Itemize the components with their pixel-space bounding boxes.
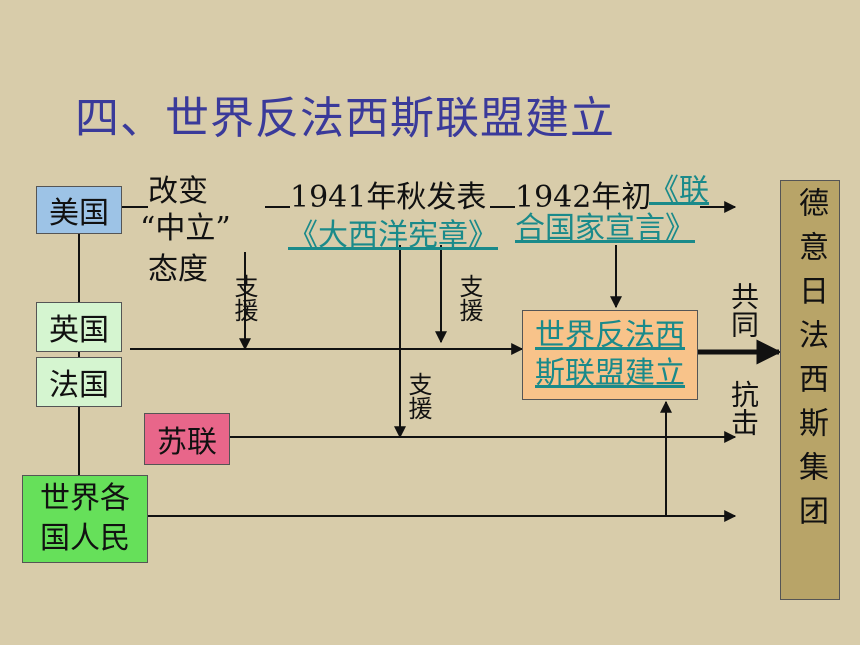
change-text-3: 态度 bbox=[148, 252, 208, 287]
declaration-date: 1942年初 bbox=[515, 180, 652, 215]
ussr-label: 苏联 bbox=[157, 425, 217, 460]
usa-label: 美国 bbox=[49, 196, 109, 231]
declaration-name[interactable]: 《联合国家宣言》 bbox=[515, 173, 709, 246]
ussr-box: 苏联 bbox=[144, 413, 230, 465]
support-label-3: 支援 bbox=[404, 372, 432, 420]
joint-label-2: 抗击 bbox=[727, 380, 760, 436]
alliance-box: 世界反法西斯联盟建立 bbox=[522, 310, 698, 400]
france-label: 法国 bbox=[49, 368, 109, 403]
axis-label: 德意日法西斯集团 bbox=[793, 187, 828, 539]
uk-box: 英国 bbox=[36, 302, 122, 352]
people-box: 世界各国人民 bbox=[22, 475, 148, 563]
axis-box: 德意日法西斯集团 bbox=[780, 180, 840, 600]
support-label-2: 支援 bbox=[455, 274, 483, 322]
joint-label-1: 共同 bbox=[727, 282, 760, 338]
support-label-1: 支援 bbox=[230, 274, 258, 322]
change-text-1: 改变 bbox=[148, 174, 208, 209]
charter-name[interactable]: 《大西洋宪章》 bbox=[288, 218, 498, 253]
usa-box: 美国 bbox=[36, 186, 122, 234]
alliance-label[interactable]: 世界反法西斯联盟建立 bbox=[535, 318, 685, 391]
charter-date: 1941年秋发表 bbox=[290, 180, 487, 215]
france-box: 法国 bbox=[36, 357, 122, 407]
change-text-2: “中立” bbox=[140, 211, 231, 246]
uk-label: 英国 bbox=[49, 313, 109, 348]
page-title: 四、世界反法西斯联盟建立 bbox=[75, 93, 615, 144]
people-label: 世界各国人民 bbox=[40, 481, 130, 556]
